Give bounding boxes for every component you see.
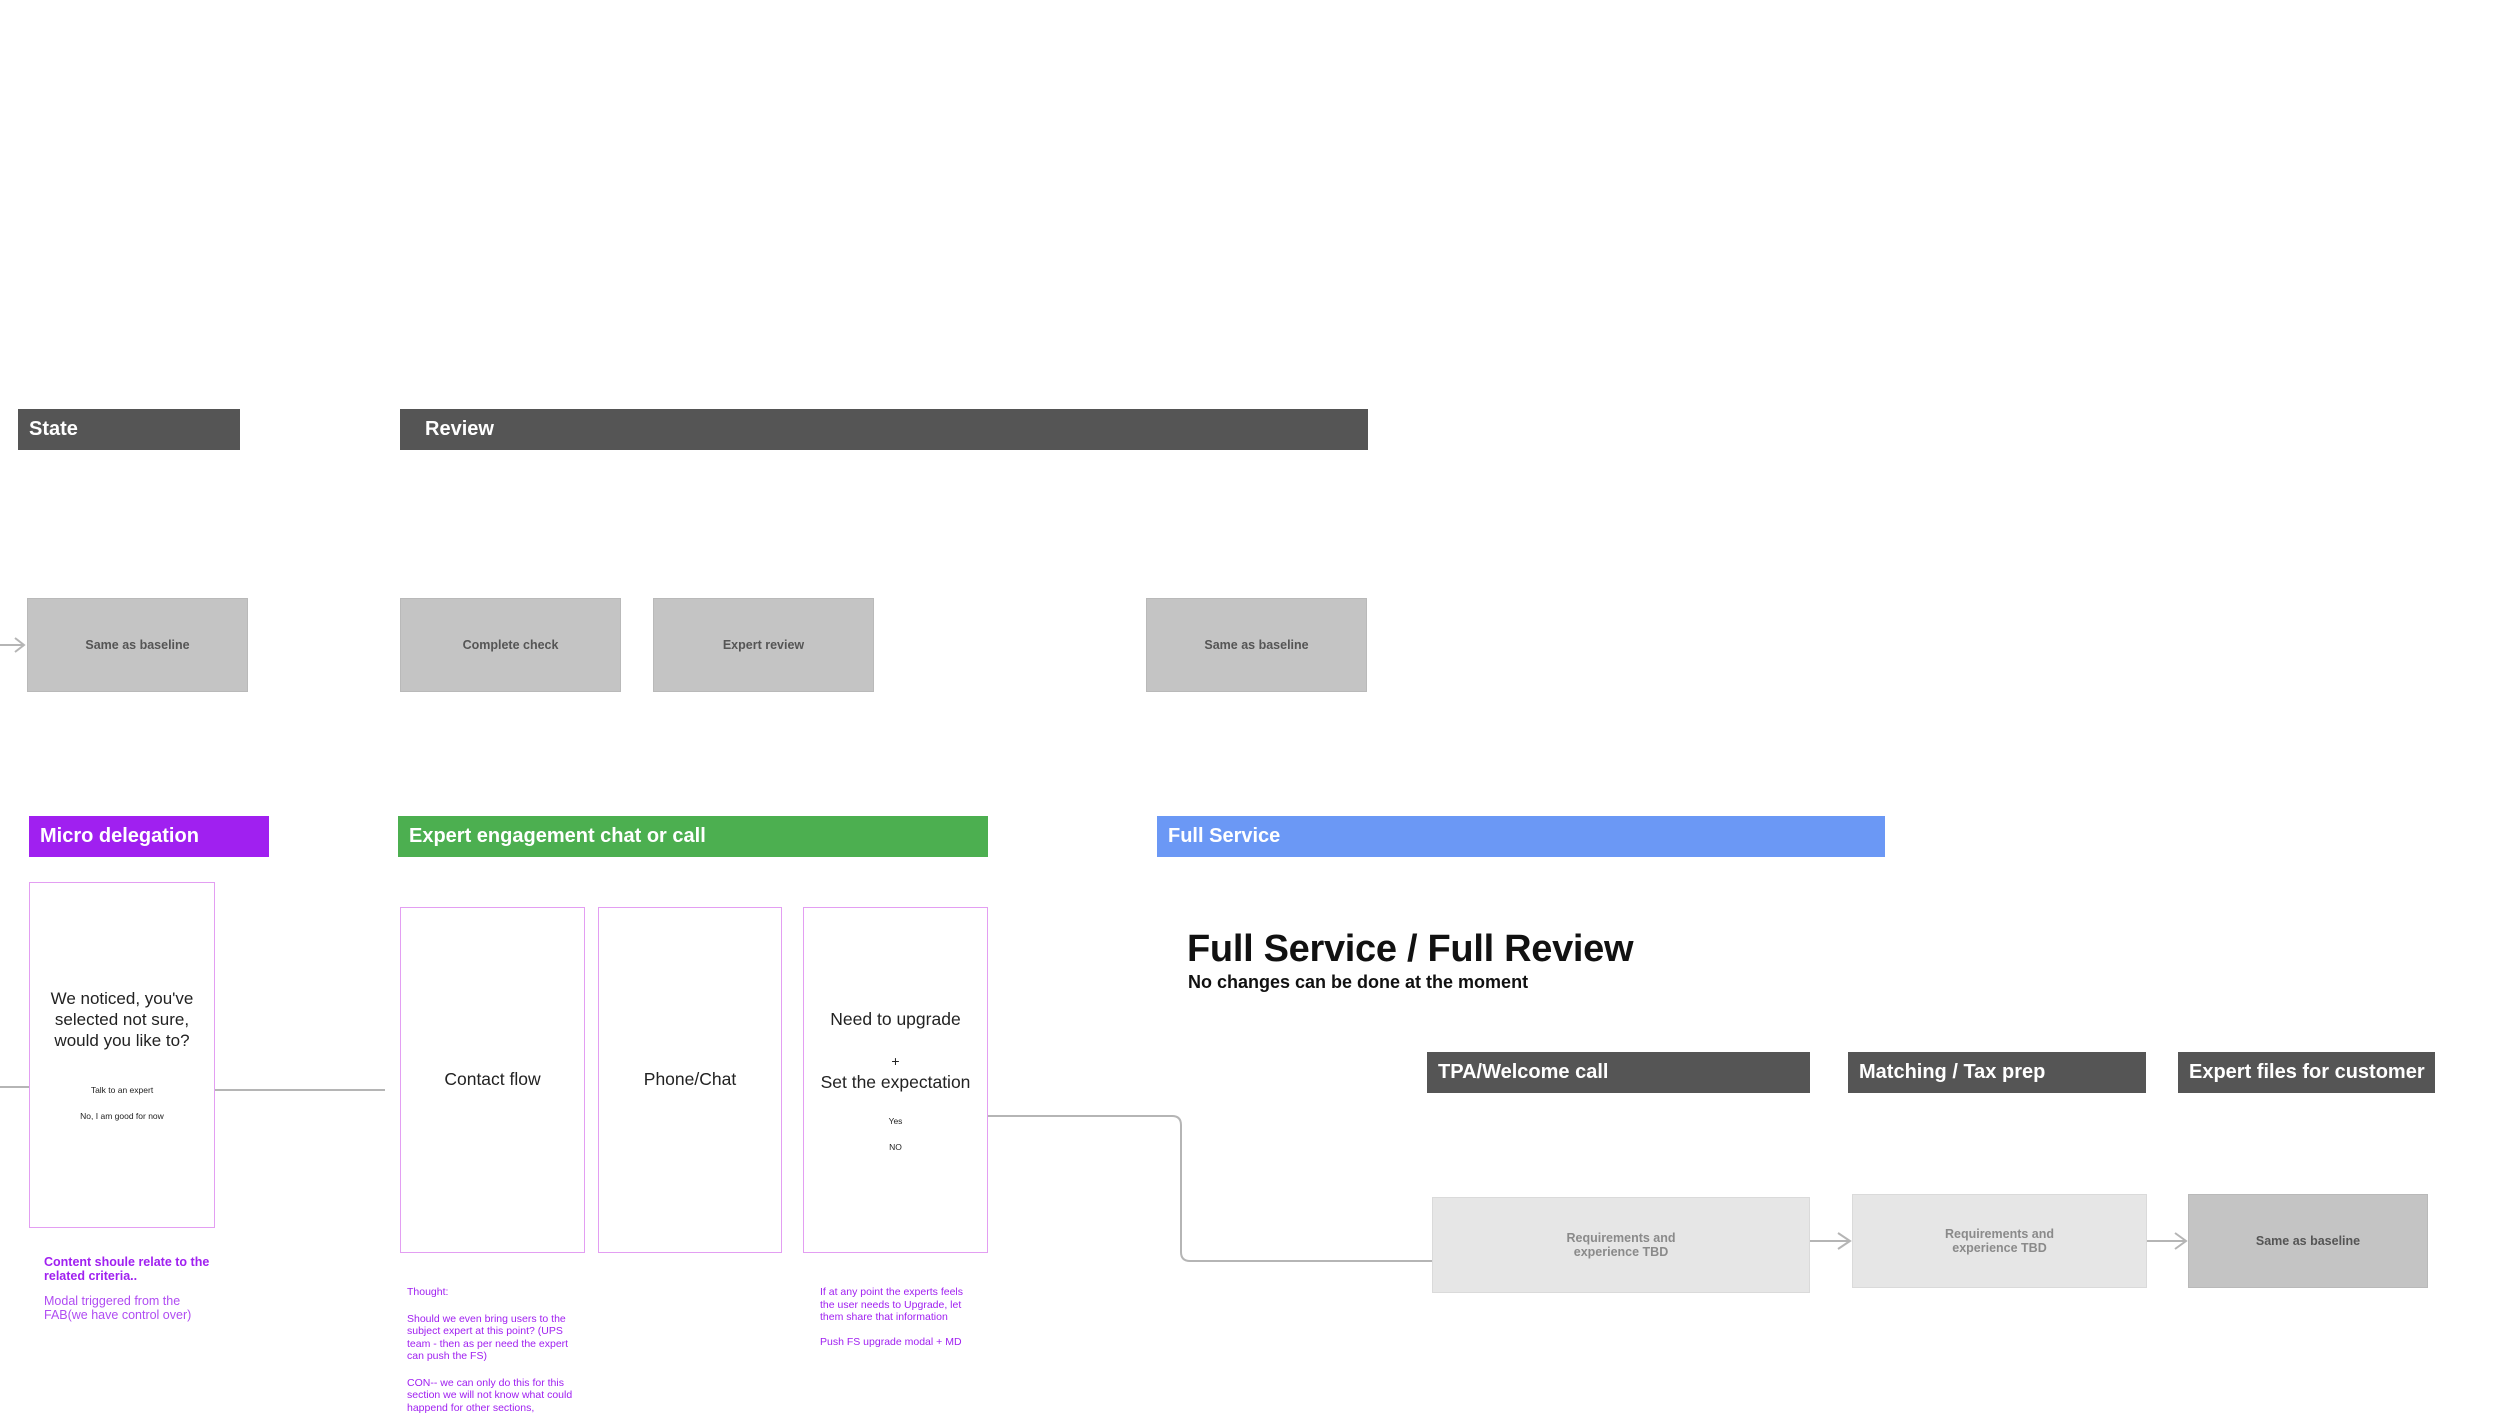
connector-yes-to-tpa — [930, 1115, 1432, 1262]
tpa-welcome-header: TPA/Welcome call — [1427, 1052, 1810, 1093]
full-service-subtitle: No changes can be done at the moment — [1188, 972, 1529, 992]
contact-flow-label: Contact flow — [444, 1069, 541, 1089]
tpa-requirements-box[interactable]: Requirements and experience TBD — [1432, 1197, 1810, 1293]
matching-requirements-box[interactable]: Requirements and experience TBD — [1852, 1194, 2147, 1288]
review-header: Review — [400, 409, 1368, 450]
expert-engagement-header: Expert engagement chat or call — [398, 816, 988, 857]
micro-delegation-screen[interactable]: We noticed, you've selected not sure, wo… — [29, 882, 215, 1228]
upgrade-line1: Need to upgrade — [830, 1009, 961, 1029]
upgrade-notes: If at any point the experts feels the us… — [820, 1286, 980, 1360]
full-service-title: Full Service / Full Review — [1187, 928, 1634, 970]
upgrade-plus: + — [891, 1053, 900, 1069]
micro-note-content: Content shoule relate to the related cri… — [44, 1255, 210, 1283]
expert-review-box[interactable]: Expert review — [653, 598, 874, 692]
state-baseline-box[interactable]: Same as baseline — [27, 598, 248, 692]
thought-con: CON-- we can only do this for this secti… — [407, 1376, 573, 1414]
micro-question: We noticed, you've selected not sure, wo… — [50, 989, 194, 1050]
expert-files-baseline-box[interactable]: Same as baseline — [2188, 1194, 2428, 1288]
micro-notes: Content shoule relate to the related cri… — [44, 1255, 224, 1334]
phone-chat-screen[interactable]: Phone/Chat — [598, 907, 782, 1253]
complete-check-box[interactable]: Complete check — [400, 598, 621, 692]
full-service-header: Full Service — [1157, 816, 1885, 857]
state-header: State — [18, 409, 240, 450]
phone-chat-label: Phone/Chat — [643, 1069, 737, 1089]
review-baseline-box[interactable]: Same as baseline — [1146, 598, 1367, 692]
arrowhead-matching — [1837, 1232, 1852, 1250]
micro-delegation-header: Micro delegation — [29, 816, 269, 857]
micro-note-modal: Modal triggered from the FAB(we have con… — [44, 1294, 192, 1322]
expert-files-header: Expert files for customer — [2178, 1052, 2435, 1093]
upgrade-no-option[interactable]: NO — [889, 1142, 902, 1152]
upgrade-note-push: Push FS upgrade modal + MD — [820, 1335, 962, 1348]
arrowhead-state — [14, 637, 26, 653]
no-thanks-option[interactable]: No, I am good for now — [80, 1111, 164, 1121]
arrowhead-files — [2174, 1232, 2188, 1250]
contact-flow-screen[interactable]: Contact flow — [400, 907, 585, 1253]
upgrade-note-share: If at any point the experts feels the us… — [820, 1286, 964, 1323]
upgrade-line2: Set the expectation — [820, 1072, 971, 1092]
matching-header: Matching / Tax prep — [1848, 1052, 2146, 1093]
upgrade-yes-option[interactable]: Yes — [888, 1116, 903, 1126]
thought-body: Should we even bring users to the subjec… — [407, 1312, 569, 1363]
talk-to-expert-option[interactable]: Talk to an expert — [90, 1085, 154, 1095]
thought-title: Thought: — [407, 1286, 449, 1298]
thought-notes: Thought: Should we even bring users to t… — [407, 1286, 587, 1426]
upgrade-screen[interactable]: Need to upgrade + Set the expectation Ye… — [803, 907, 988, 1253]
